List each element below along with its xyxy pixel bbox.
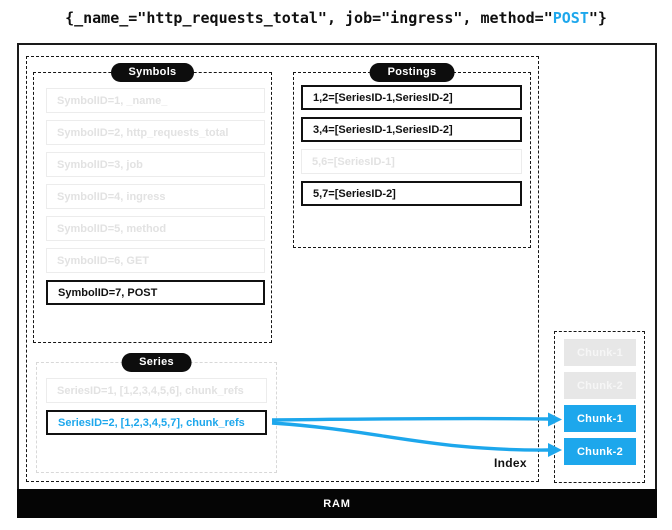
index-box	[26, 56, 539, 482]
symbols-section: Symbols SymbolID=1, _name_ SymbolID=2, h…	[33, 63, 272, 343]
postings-rows: 1,2=[SeriesID-1,SeriesID-2] 3,4=[SeriesI…	[294, 73, 530, 206]
chunk-1-muted: Chunk-1	[564, 339, 636, 366]
series-row-2-selected: SeriesID=2, [1,2,3,4,5,7], chunk_refs	[46, 410, 267, 435]
postings-section-label: Postings	[369, 63, 455, 82]
symbols-section-label: Symbols	[110, 63, 195, 82]
posting-row-4: 5,7=[SeriesID-2]	[301, 181, 522, 206]
symbol-row-7-post: SymbolID=7, POST	[46, 280, 265, 305]
posting-row-2: 3,4=[SeriesID-1,SeriesID-2]	[301, 117, 522, 142]
posting-row-1: 1,2=[SeriesID-1,SeriesID-2]	[301, 85, 522, 110]
series-section: Series SeriesID=1, [1,2,3,4,5,6], chunk_…	[36, 353, 277, 473]
title-highlight-post: POST	[552, 9, 589, 27]
symbol-row-4: SymbolID=4, ingress	[46, 184, 265, 209]
title-prefix: {_name_="http_requests_total", job="ingr…	[65, 9, 553, 27]
index-label: Index	[494, 456, 527, 470]
series-rows: SeriesID=1, [1,2,3,4,5,6], chunk_refs Se…	[37, 363, 276, 435]
series-section-label: Series	[121, 353, 192, 372]
series-row-1: SeriesID=1, [1,2,3,4,5,6], chunk_refs	[46, 378, 267, 403]
symbol-row-6: SymbolID=6, GET	[46, 248, 265, 273]
promql-selector-title: {_name_="http_requests_total", job="ingr…	[0, 9, 672, 27]
posting-row-3: 5,6=[SeriesID-1]	[301, 149, 522, 174]
chunks-section: Chunk-1 Chunk-2 Chunk-1 Chunk-2	[554, 331, 645, 483]
ram-bar: RAM	[17, 489, 657, 518]
chunk-1-active: Chunk-1	[564, 405, 636, 432]
title-suffix: "}	[588, 9, 607, 27]
symbol-row-5: SymbolID=5, method	[46, 216, 265, 241]
symbol-row-2: SymbolID=2, http_requests_total	[46, 120, 265, 145]
symbol-row-1: SymbolID=1, _name_	[46, 88, 265, 113]
symbol-row-3: SymbolID=3, job	[46, 152, 265, 177]
chunks-rows: Chunk-1 Chunk-2 Chunk-1 Chunk-2	[555, 332, 644, 465]
chunk-2-active: Chunk-2	[564, 438, 636, 465]
postings-section: Postings 1,2=[SeriesID-1,SeriesID-2] 3,4…	[293, 63, 531, 248]
symbols-rows: SymbolID=1, _name_ SymbolID=2, http_requ…	[34, 73, 271, 305]
ram-label: RAM	[323, 497, 351, 510]
chunk-2-muted: Chunk-2	[564, 372, 636, 399]
